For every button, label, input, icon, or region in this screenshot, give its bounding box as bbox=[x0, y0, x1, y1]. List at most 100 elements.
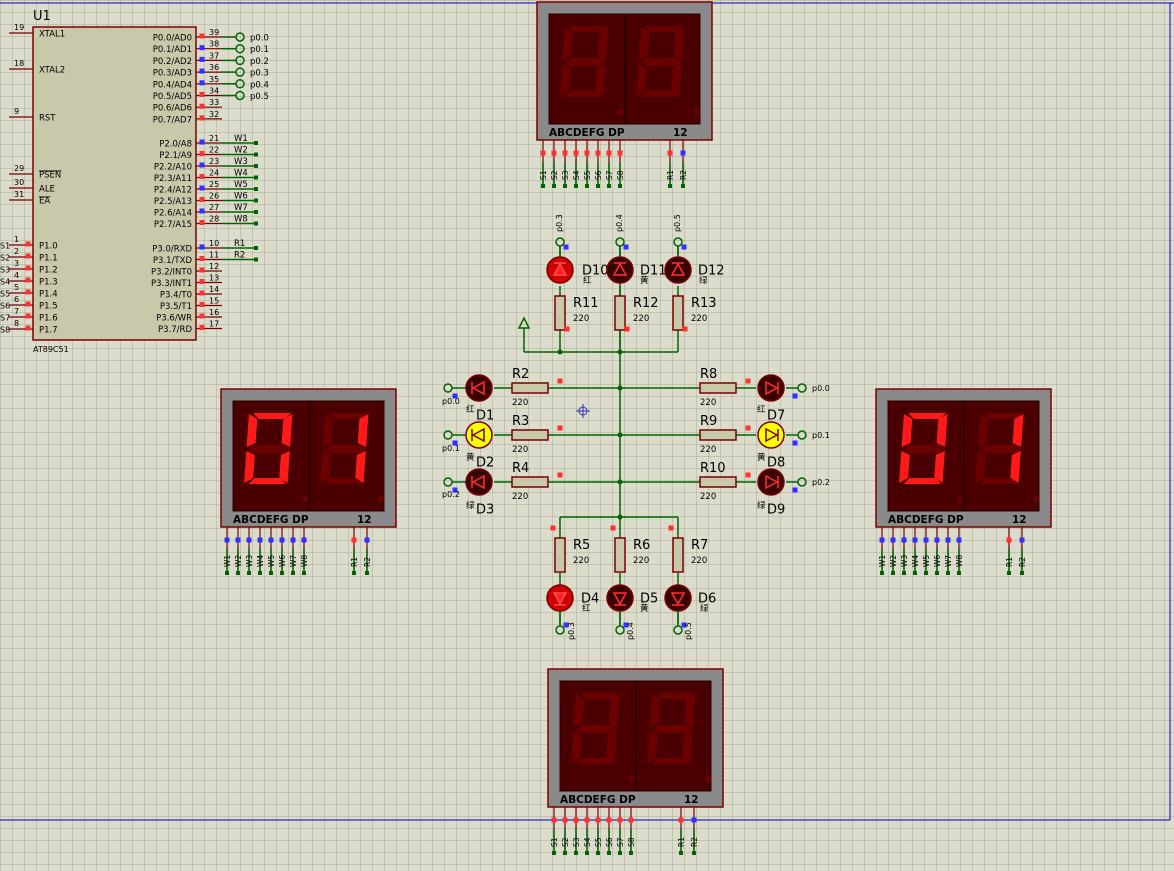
led-color-label: 黄 bbox=[466, 452, 475, 463]
chip-pin-net-label: S3 bbox=[0, 266, 10, 275]
chip-pin-number: 24 bbox=[209, 169, 219, 178]
chip-pin-p1-0[interactable]: 1P1.0S1 bbox=[0, 235, 58, 252]
chip-pin-number: 14 bbox=[209, 285, 219, 294]
resistor-ref: R4 bbox=[512, 461, 529, 476]
chip-pin-number: 5 bbox=[14, 283, 19, 292]
chip-pin-number: 13 bbox=[209, 274, 219, 283]
chip-pin-p1-5[interactable]: 6P1.5S6 bbox=[0, 295, 58, 312]
chip-pin-p1-1[interactable]: 2P1.1S2 bbox=[0, 247, 58, 264]
chip-pin-p1-4[interactable]: 5P1.4S5 bbox=[0, 283, 58, 300]
display-pin-label: R2 bbox=[1018, 557, 1027, 567]
chip-pin-number: 3 bbox=[14, 259, 19, 268]
chip-pin-p1-2[interactable]: 3P1.2S3 bbox=[0, 259, 58, 276]
led-color-label: 绿 bbox=[466, 500, 475, 511]
microcontroller-u1[interactable]: U1 AT89C51 19XTAL118XTAL29RST29PSEN30ALE… bbox=[0, 9, 269, 354]
display-digit bbox=[244, 413, 293, 484]
junctions bbox=[557, 349, 623, 520]
chip-part-label: AT89C51 bbox=[33, 345, 69, 354]
resistor-ref: R9 bbox=[700, 414, 717, 429]
chip-pin-net-label: S1 bbox=[0, 242, 10, 251]
led-ref: D1 bbox=[476, 409, 494, 424]
chip-pin-name: EA bbox=[39, 197, 50, 207]
resistors: R11220R12220R13220R2220R3220R4220R8220R9… bbox=[511, 295, 751, 573]
chip-pin-number: 30 bbox=[14, 178, 24, 187]
chip-pin-name: XTAL1 bbox=[39, 30, 65, 40]
chip-pin-net-label: W1 bbox=[234, 134, 248, 144]
power-arrow-icon[interactable] bbox=[517, 316, 531, 329]
resistor-value: 220 bbox=[573, 314, 589, 324]
chip-pin-name: P1.4 bbox=[39, 290, 58, 300]
chip-pin-number: 31 bbox=[14, 190, 24, 199]
chip-pin-p1-6[interactable]: 7P1.6S7 bbox=[0, 307, 58, 324]
led-ref: D12 bbox=[698, 264, 725, 279]
resistor-ref: R12 bbox=[633, 296, 659, 311]
display-pin-label: W5 bbox=[922, 555, 931, 567]
led-color-label: 绿 bbox=[700, 603, 709, 614]
chip-pin-name: P0.4/AD4 bbox=[153, 80, 192, 90]
chip-pin-p1-3[interactable]: 4P1.3S4 bbox=[0, 271, 58, 288]
chip-pin-p1-7[interactable]: 8P1.7S8 bbox=[0, 319, 58, 336]
display-pin-label: W6 bbox=[933, 555, 942, 567]
